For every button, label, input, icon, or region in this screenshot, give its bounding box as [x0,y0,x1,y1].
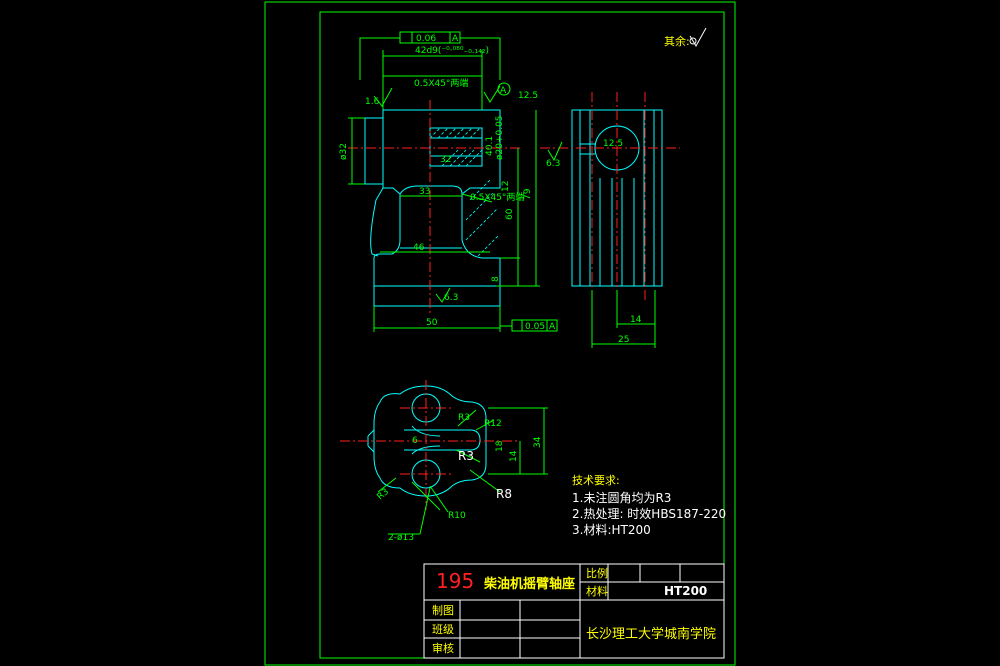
top-view: 34 14 18 6 R3 R12 R3 R8 R10 R3 2-ø13 [340,380,548,543]
inner-frame [319,11,725,659]
top-tolerance-datum: A [452,34,459,44]
drawn-by-label: 制图 [432,604,454,617]
drawing-title: 柴油机摇臂轴座 [483,576,575,592]
roughness-125-top: 12.5 [518,91,538,101]
chamfer-lower-note: 0.5X45°两端 [470,191,524,203]
drawing-number: 195 [436,569,474,593]
front-hatching [429,127,499,257]
tech-item-2: 2.热处理: 时效HBS187-220 [572,506,726,521]
roughness-63-bottom: 6.3 [444,293,458,303]
review-label: 审核 [432,641,454,655]
bottom-tolerance-value: 0.05 [525,322,545,332]
datum-a-circle [497,82,511,96]
roughness-circle-icon [689,37,697,45]
side-view: 6.3 12.5 14 25 [540,92,680,348]
dim-8: 8 [491,276,501,282]
dim-6: 6 [412,436,418,446]
dim-18: 18 [495,440,505,452]
scale-label: 比例 [586,566,608,580]
dim-79: 79 [523,188,533,200]
dim-60: 60 [505,208,515,220]
top-tolerance-value: 0.06 [416,34,436,44]
outer-frame [264,1,736,666]
dim-dia20: ø20+0.05 [495,115,505,160]
radius-r3-upper: R3 [458,413,470,423]
dim-14-side: 14 [630,315,642,325]
title-block: 195 柴油机摇臂轴座 比例 材料 HT200 制图 班级 审核 长沙理工大学城… [423,563,725,659]
dim-25: 25 [618,335,629,345]
dim-14-top: 14 [509,450,519,462]
school-name: 长沙理工大学城南学院 [586,626,716,642]
front-body-outline [373,109,501,307]
roughness-side-icon [547,141,563,162]
radius-r3: R3 [458,449,474,463]
class-label: 班级 [432,623,454,636]
tech-requirements: 技术要求: 1.未注圆角均为R3 2.热处理: 时效HBS187-220 3.材… [572,474,726,537]
dim-50: 50 [426,318,438,328]
roughness-16-left: 1.6 [365,97,380,107]
roughness-125-side: 12.5 [603,139,623,149]
title-block-frame [423,563,725,659]
material-value: HT200 [664,584,707,598]
dim-33: 33 [419,187,430,197]
tech-item-1: 1.未注圆角均为R3 [572,490,671,505]
radius-r3-lower: R3 [376,487,392,502]
width-42-dim: 42d9(⁻⁰·⁰⁸⁰₋₀.₁₄₂) [415,46,489,56]
chamfer-top-note: 0.5X45°两端 [414,77,468,89]
tech-heading: 技术要求: [572,474,620,487]
bottom-tolerance-frame [511,319,558,332]
front-view: 0.06 A 42d9(⁻⁰·⁰⁸⁰₋₀.₁₄₂) 0.5X45°两端 1.6 … [339,31,558,332]
roughness-check-icon [689,27,707,47]
dim-34: 34 [533,436,543,448]
dim-12: 12 [501,181,511,192]
roughness-side-value: 6.3 [546,159,560,169]
dim-32-inner: 32 [440,155,451,165]
tech-item-3: 3.材料:HT200 [572,523,651,537]
holes-note: 2-ø13 [388,533,414,543]
roughness-left-icon [373,87,393,107]
front-bore [429,127,483,167]
roughness-right-icon [483,85,501,103]
datum-a-label: A [500,86,507,96]
radius-r10: R10 [448,511,466,521]
dim-46: 46 [413,243,425,253]
radius-r8: R8 [496,487,512,501]
radius-r12: R12 [484,419,502,429]
remaining-roughness-label: 其余: [664,34,690,48]
dim-dia32: ø32 [339,143,349,160]
material-label: 材料 [586,584,608,598]
bottom-tolerance-datum: A [549,322,556,332]
dim-40: 40.1 [485,136,495,156]
roughness-bottom-icon [435,287,451,303]
